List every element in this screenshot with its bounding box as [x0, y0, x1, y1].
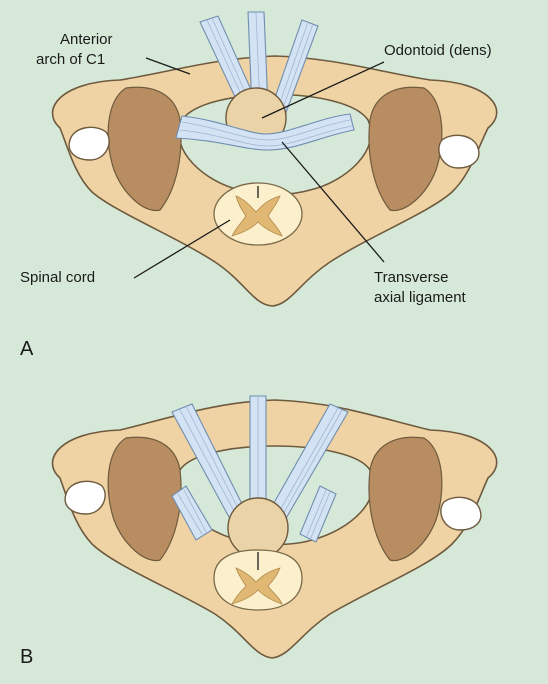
label-odontoid: Odontoid (dens) — [384, 42, 492, 59]
label-anterior-arch-line2: arch of C1 — [36, 51, 105, 68]
transverse-foramen-right-a — [439, 135, 479, 168]
panel-a: Anterior arch of C1 Odontoid (dens) Spin… — [20, 12, 497, 360]
transverse-foramen-left-a — [69, 127, 109, 160]
panel-letter-a: A — [20, 338, 34, 360]
label-spinal-cord: Spinal cord — [20, 269, 95, 286]
spinal-cord-a — [214, 183, 302, 245]
spinal-cord-b — [214, 550, 302, 610]
panel-b: B — [20, 396, 497, 668]
transverse-foramen-right-b — [441, 497, 481, 530]
transverse-foramen-left-b — [65, 481, 105, 514]
panel-letter-b: B — [20, 646, 33, 668]
label-transverse-line2: axial ligament — [374, 289, 467, 306]
label-anterior-arch-line1: Anterior — [60, 31, 113, 48]
label-transverse-line1: Transverse — [374, 269, 448, 286]
odontoid-dens-b — [228, 498, 288, 558]
